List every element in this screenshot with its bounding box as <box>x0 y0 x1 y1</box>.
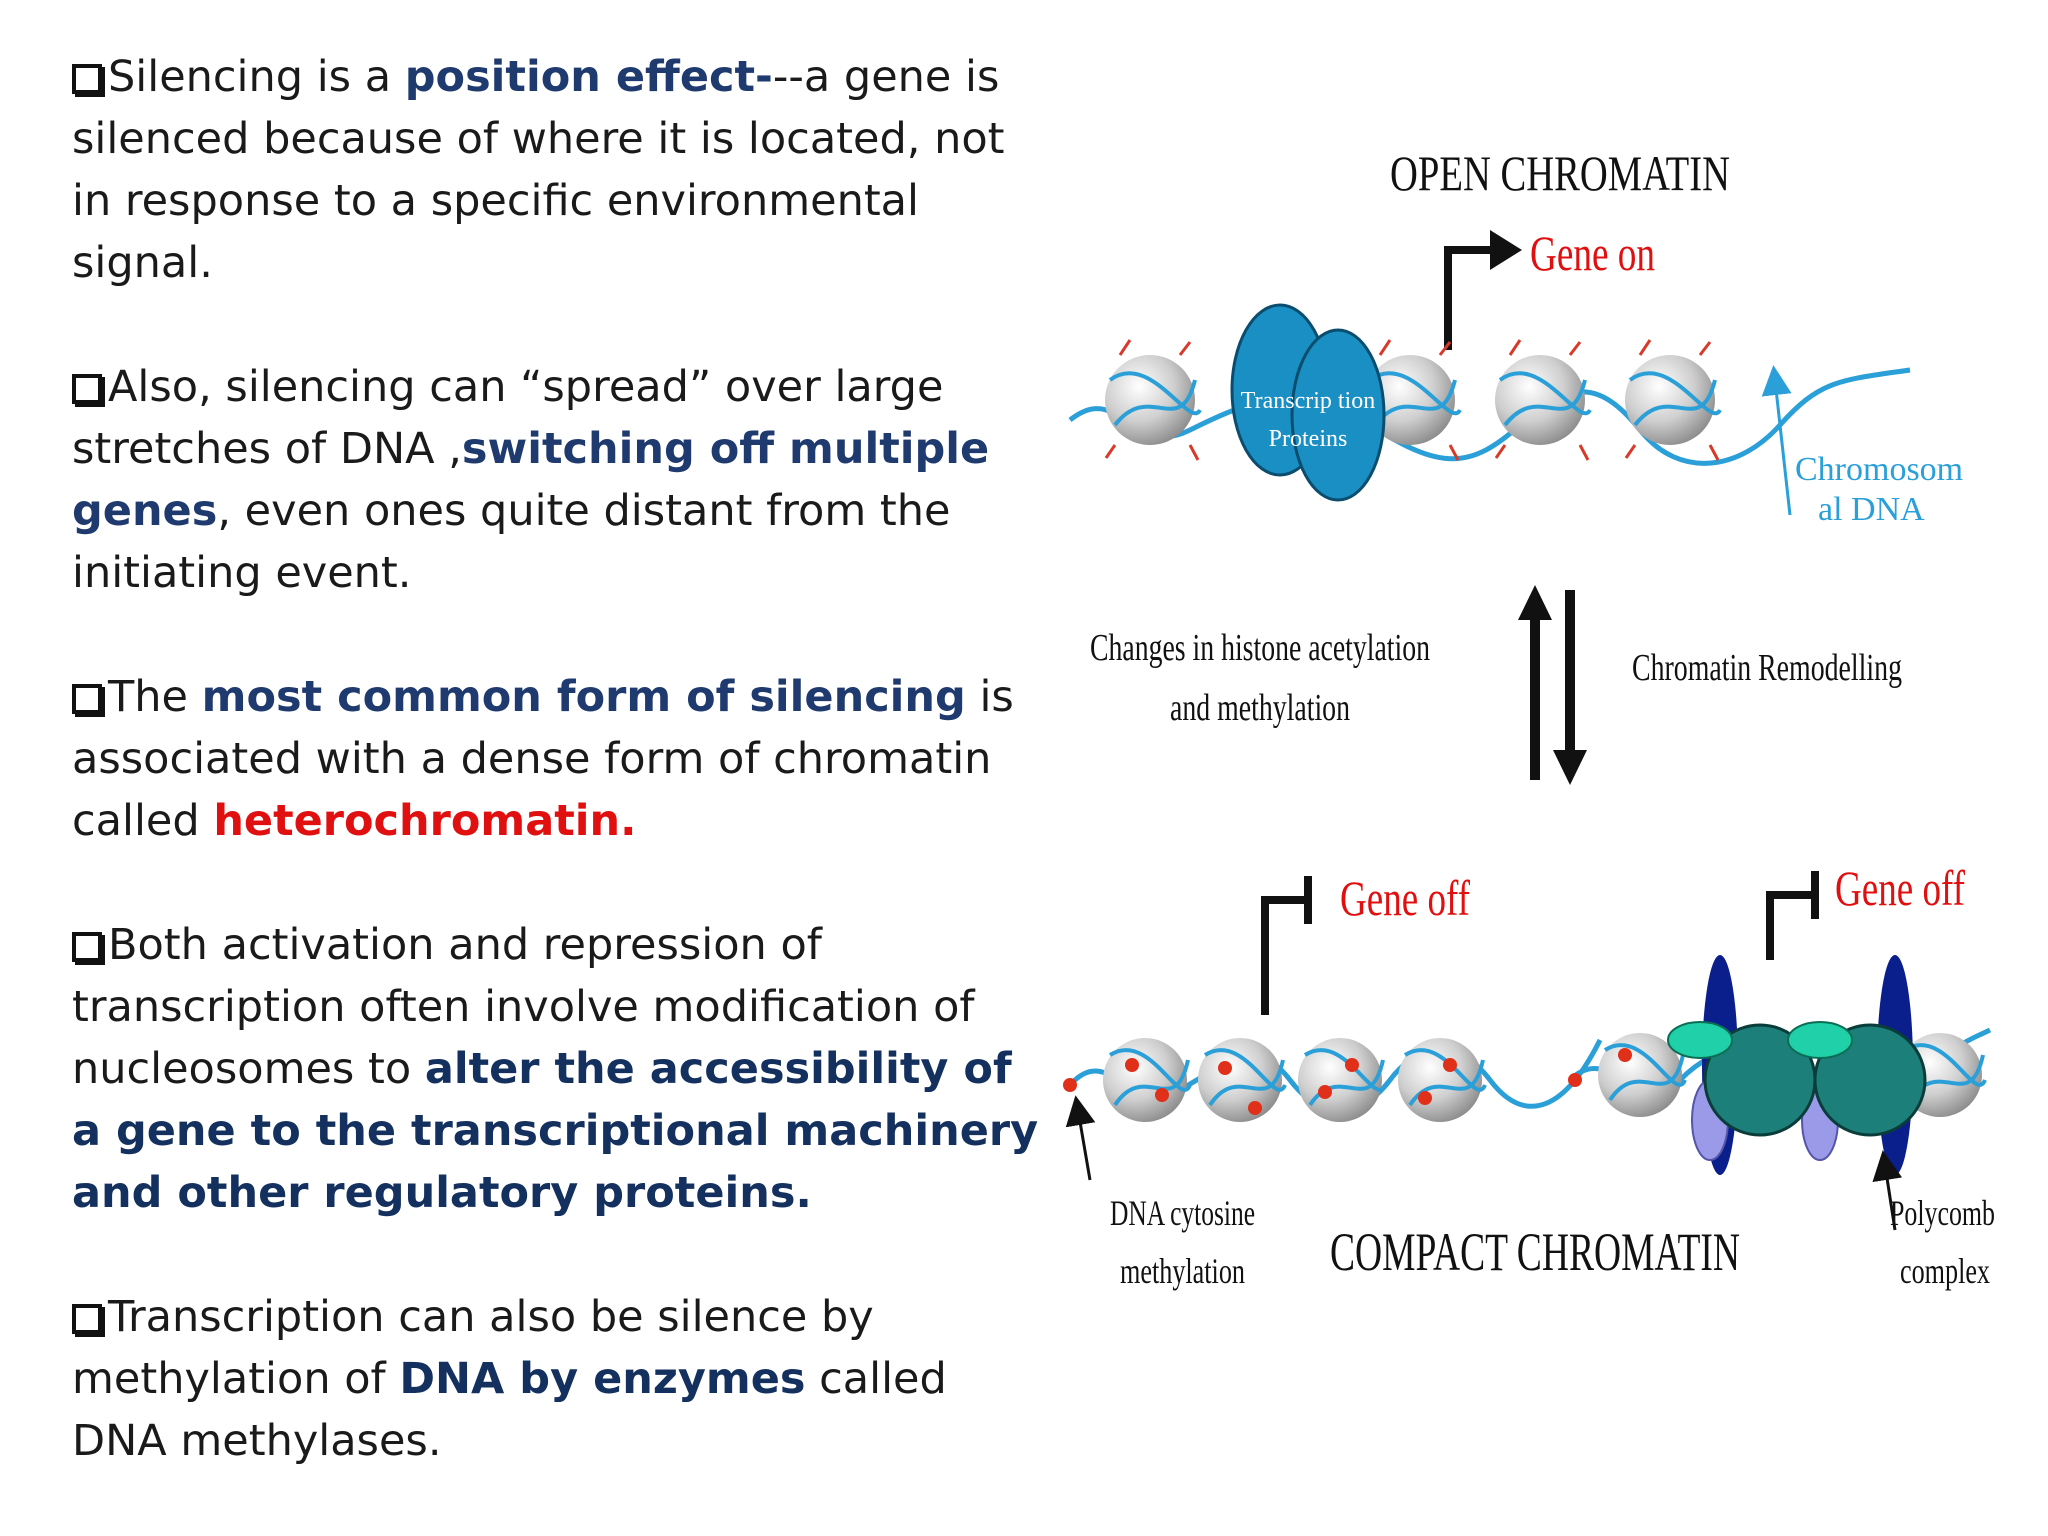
bullet-text-segment: Also, silencing can “spread” over large … <box>72 362 944 474</box>
bullet-text-segment: Transcription can also be silence by met… <box>72 1292 874 1404</box>
bullet-text-segment: --a gene is silenced because of where it… <box>72 52 1005 288</box>
open-chromatin-title: OPEN CHROMATIN <box>1390 145 1730 201</box>
chromosomal-dna-pointer <box>1761 365 1792 516</box>
transcription-proteins-label-2: Proteins <box>1269 426 1348 452</box>
chromosomal-dna-label-1: Chromosom <box>1795 451 1963 488</box>
checkbox-bullet-icon <box>72 684 102 714</box>
bullet-text-segment: Silencing is a <box>108 52 405 102</box>
bullet-text-segment: DNA by enzymes <box>399 1354 806 1404</box>
compact-chromatin-right <box>1568 955 1992 1175</box>
bullet-3: The most common form of silencing is ass… <box>72 666 1052 852</box>
chromatin-diagram: OPEN CHROMATIN Gene on Transcrip tion Pr… <box>1063 145 1995 1291</box>
bullet-text-segment: called DNA methylases. <box>72 1354 947 1466</box>
bullet-4: Both activation and repression of transc… <box>72 914 1052 1224</box>
transition-arrows <box>1518 585 1587 785</box>
checkbox-bullet-icon <box>72 932 102 962</box>
checkbox-bullet-icon <box>72 374 102 404</box>
bullet-text-segment: position effect- <box>404 52 773 102</box>
histone-changes-label-1: Changes in histone acetylation <box>1090 627 1430 669</box>
histone-changes-label-2: and methylation <box>1170 687 1350 729</box>
polycomb-label-2: complex <box>1900 1251 1990 1291</box>
dna-methylation-label-2: methylation <box>1120 1251 1245 1291</box>
transcription-proteins-label-1: Transcrip tion <box>1241 388 1375 414</box>
bullet-text-segment: alter the accessibility of a gene to the… <box>72 1044 1039 1218</box>
polycomb-label-1: Polycomb <box>1890 1193 1995 1233</box>
dna-methylation-label-1: DNA cytosine <box>1110 1193 1255 1233</box>
dna-methylation-pointer <box>1065 1095 1096 1181</box>
bullet-text-segment: switching off multiple genes <box>72 424 990 536</box>
transcription-proteins: Transcrip tion Proteins <box>1230 303 1386 502</box>
gene-on-label: Gene on <box>1530 225 1655 281</box>
chromosomal-dna-label-2: al DNA <box>1818 491 1925 528</box>
text-column: Silencing is a position effect---a gene … <box>72 46 1052 1472</box>
polycomb-pointer <box>1872 1150 1903 1231</box>
gene-off-right-arrow <box>1766 891 1815 960</box>
bullet-text-segment: The <box>108 672 202 722</box>
compact-chromatin-title: COMPACT CHROMATIN <box>1330 1222 1740 1282</box>
bullet-1: Silencing is a position effect---a gene … <box>72 46 1052 294</box>
bullet-text-segment: heterochromatin. <box>213 796 637 846</box>
compact-chromatin-left <box>1063 1038 1603 1122</box>
gene-off-right-label: Gene off <box>1835 860 1965 916</box>
bullet-2: Also, silencing can “spread” over large … <box>72 356 1052 604</box>
bullet-text-segment: Both activation and repression of transc… <box>72 920 975 1094</box>
bullet-text-segment: most common form of silencing <box>201 672 966 722</box>
bullet-text-segment: , even ones quite distant from the initi… <box>72 486 951 598</box>
bullet-text-segment: is associated with a dense form of chrom… <box>72 672 1014 846</box>
bullet-5: Transcription can also be silence by met… <box>72 1286 1052 1472</box>
gene-off-left-arrow <box>1261 896 1308 1015</box>
checkbox-bullet-icon <box>72 64 102 94</box>
chromatin-remodelling-label: Chromatin Remodelling <box>1632 647 1902 689</box>
gene-on-arrow <box>1444 246 1495 350</box>
open-chromatin-fiber <box>1068 339 1911 466</box>
gene-off-left-label: Gene off <box>1340 870 1470 926</box>
checkbox-bullet-icon <box>72 1304 102 1334</box>
